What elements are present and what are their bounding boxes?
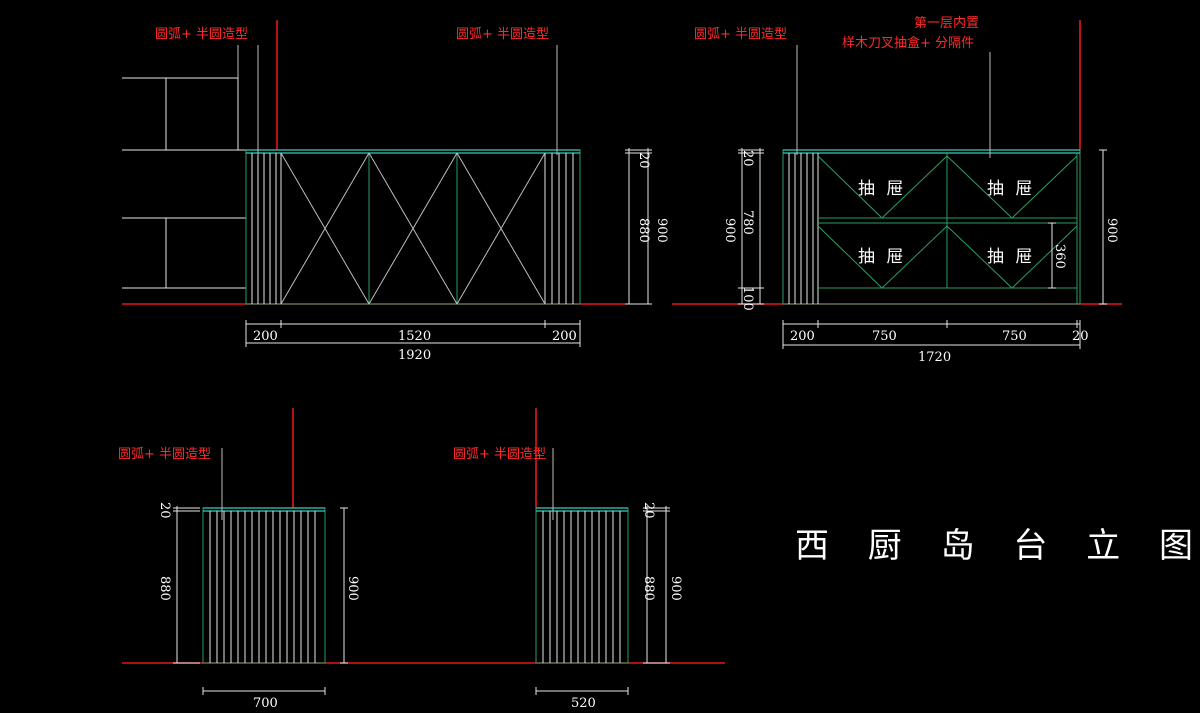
dim-label: 1520 — [398, 329, 431, 344]
dim-label: 20 — [157, 502, 172, 519]
annotation-arc: 圆弧+ 半圆造型 — [118, 447, 211, 462]
dim-label: 20 — [740, 150, 755, 167]
annotation-arc: 圆弧+ 半圆造型 — [694, 27, 787, 42]
drawer-label: 抽 屉 — [987, 247, 1035, 267]
drawing-title: 西 厨 岛 台 立 图 — [795, 526, 1200, 566]
annotation-arc: 圆弧+ 半圆造型 — [453, 447, 546, 462]
dim-label: 1720 — [918, 350, 951, 365]
dim-label: 780 — [740, 210, 755, 235]
elevation-b: 抽 屉 抽 屉 抽 屉 抽 屉 圆弧+ 半圆造型 第一层内置 样木刀叉抽盒+ 分… — [672, 15, 1122, 365]
leaders-a — [237, 45, 558, 155]
dim-label: 900 — [1104, 218, 1119, 243]
cabinet-a-body — [245, 149, 581, 305]
dim-label: 900 — [654, 218, 669, 243]
elevation-c: 圆弧+ 半圆造型 20 880 900 700 — [118, 408, 725, 711]
dim-label: 200 — [253, 329, 278, 344]
x-braces-a — [280, 152, 546, 305]
leaders-b — [796, 45, 991, 158]
dim-label: 900 — [668, 576, 683, 601]
dim-lines-left-b — [738, 148, 764, 305]
dim-label: 100 — [740, 286, 755, 311]
elevation-d: 圆弧+ 半圆造型 20 880 900 520 — [453, 408, 683, 711]
dim-lines-right-d — [643, 506, 670, 664]
drawer-v-marks — [817, 155, 1078, 289]
drawer-grid — [818, 153, 1078, 304]
wall-blocks — [122, 77, 246, 289]
annotation-layer: 第一层内置 — [914, 15, 979, 31]
elevation-a: 圆弧+ 半圆造型 圆弧+ 半圆造型 20 880 900 200 1520 20… — [122, 20, 669, 363]
dim-label: 200 — [552, 329, 577, 344]
dim-drawer-line — [1048, 222, 1056, 289]
annotation-layer: 样木刀叉抽盒+ 分隔件 — [842, 35, 974, 51]
dim-label: 750 — [1002, 329, 1027, 344]
dim-label: 900 — [722, 218, 737, 243]
dim-lines-left-c — [173, 506, 348, 664]
drawer-label: 抽 屉 — [858, 247, 906, 267]
dim-label: 20 — [641, 502, 656, 519]
flutes-left-a — [251, 153, 282, 304]
annotation-arc: 圆弧+ 半圆造型 — [456, 27, 549, 42]
dim-label: 360 — [1052, 244, 1067, 269]
drawer-label: 抽 屉 — [858, 179, 906, 199]
dim-label: 880 — [641, 576, 656, 601]
dim-label: 700 — [253, 696, 278, 711]
dim-label: 20 — [1072, 329, 1089, 344]
dim-label: 520 — [571, 696, 596, 711]
dim-label: 200 — [790, 329, 815, 344]
dim-label: 20 — [636, 152, 651, 169]
flutes-c — [209, 511, 316, 663]
flutes-left-b — [788, 153, 819, 304]
dim-bottom-c — [202, 687, 326, 695]
dim-lines-right-a — [625, 148, 652, 305]
dim-label: 900 — [345, 576, 360, 601]
cabinet-b-body — [782, 149, 1081, 305]
annotation-arc: 圆弧+ 半圆造型 — [155, 27, 248, 42]
dim-label: 1920 — [398, 348, 431, 363]
x-panels-a — [368, 153, 458, 304]
cabinet-c-body — [202, 507, 326, 664]
dim-label: 750 — [872, 329, 897, 344]
dim-lines-bottom-b — [782, 320, 1081, 349]
dim-label: 880 — [157, 576, 172, 601]
dim-right-b — [1099, 149, 1107, 305]
flutes-d — [542, 511, 621, 663]
dim-label: 880 — [636, 218, 651, 243]
dim-bottom-d — [535, 687, 629, 695]
drawer-label: 抽 屉 — [987, 179, 1035, 199]
dim-lines-bottom-a — [245, 320, 581, 347]
flutes-right-a — [544, 153, 574, 304]
